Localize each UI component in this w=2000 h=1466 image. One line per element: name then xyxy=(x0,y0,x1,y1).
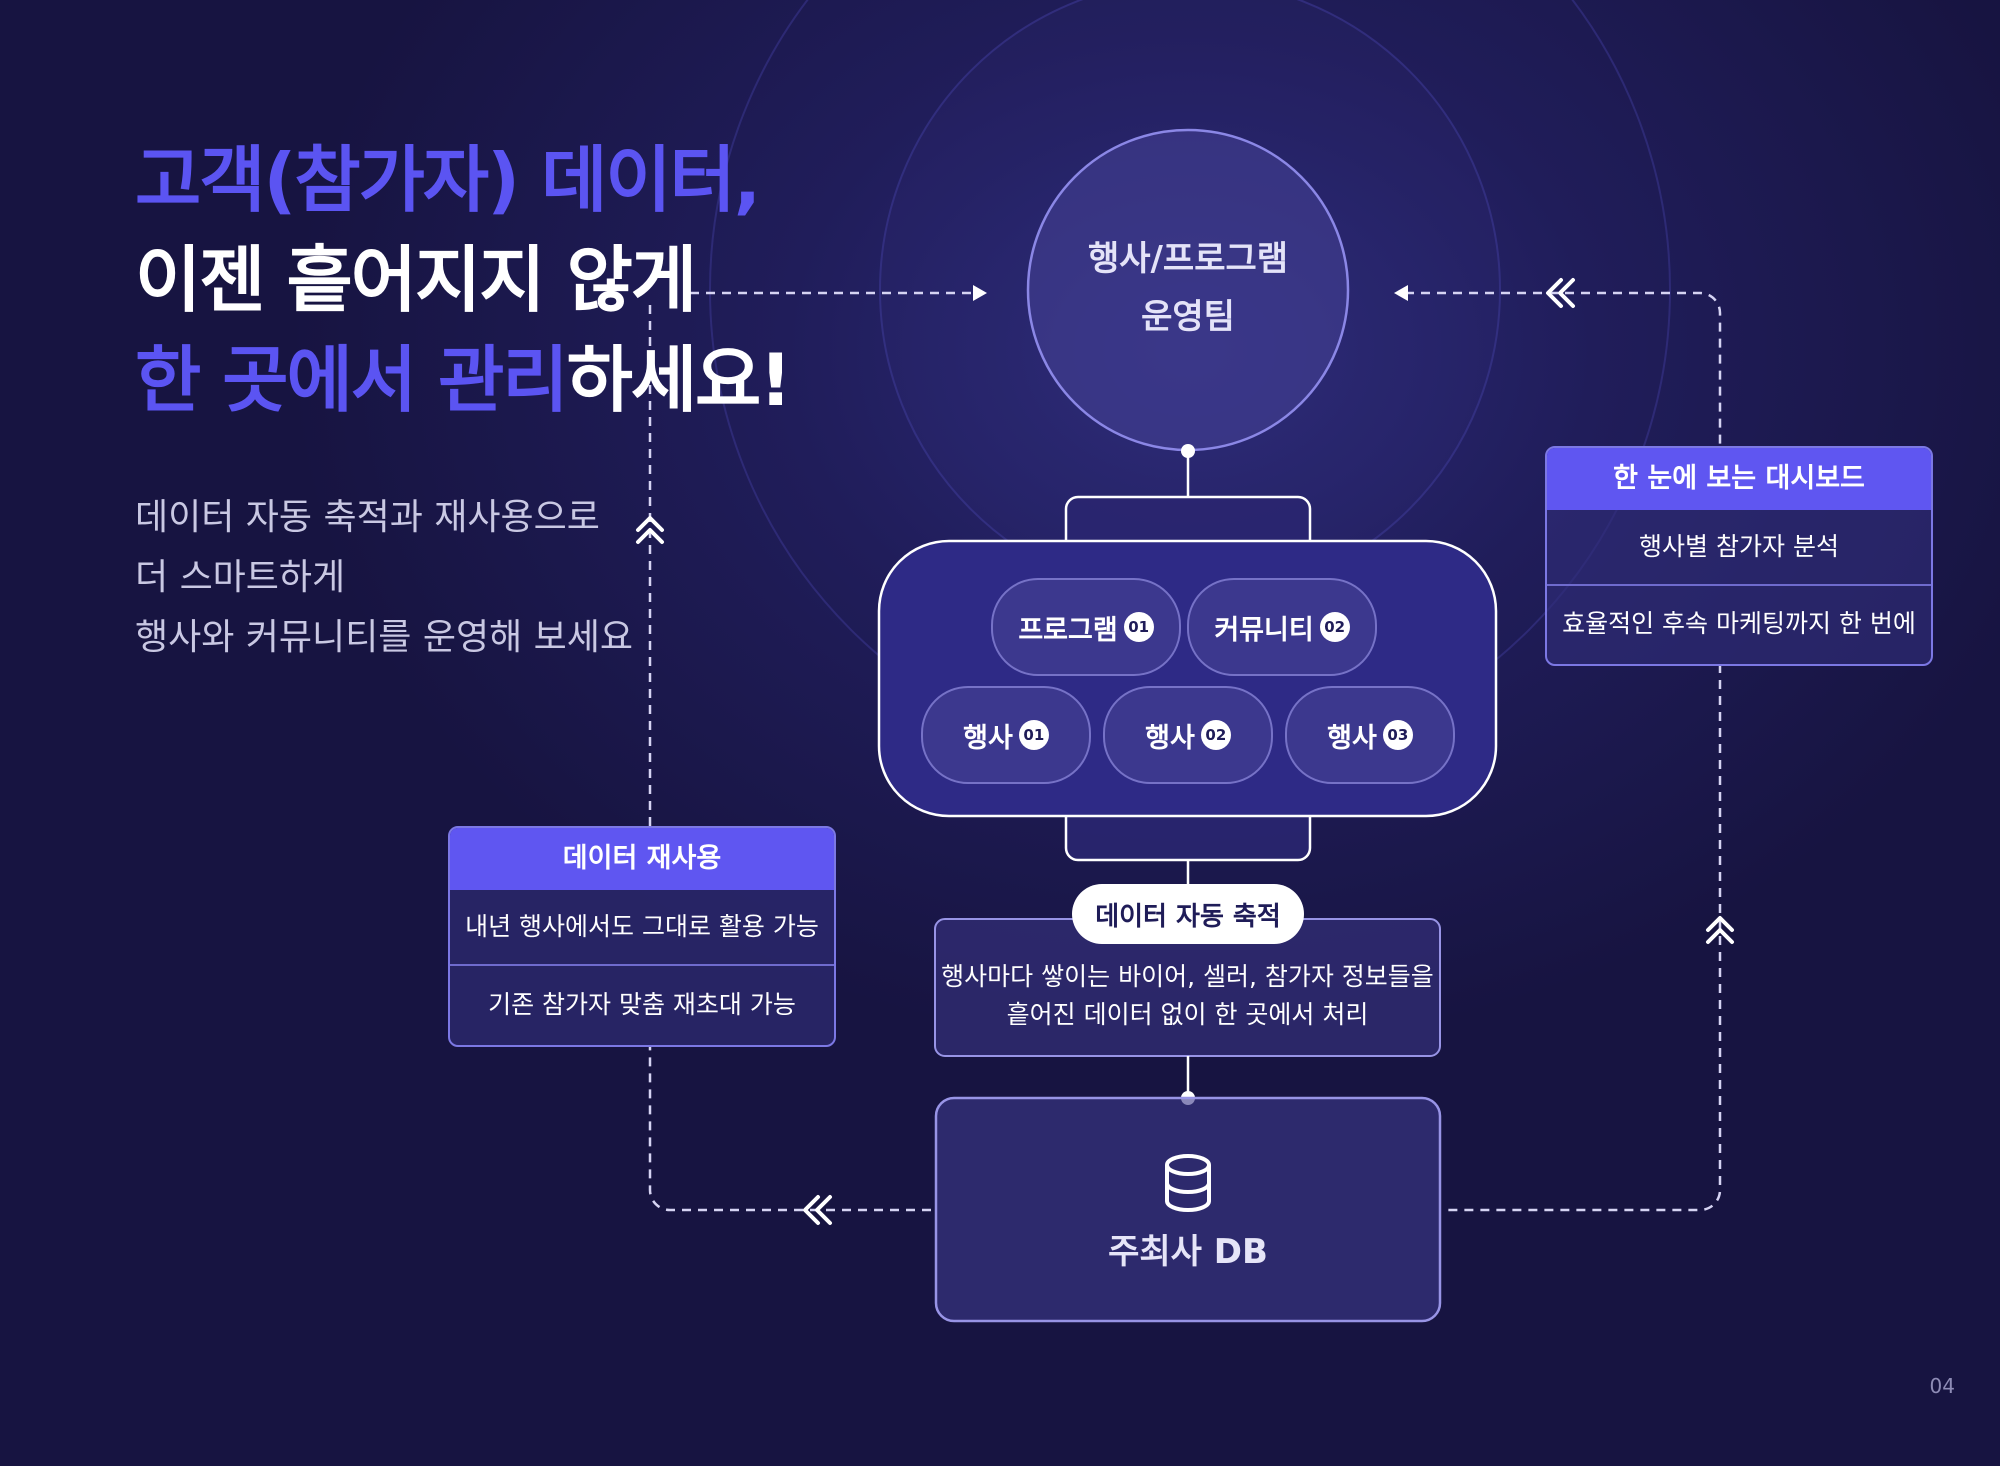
headline-line1: 고객(참가자) 데이터, xyxy=(135,138,761,222)
reuse-card-row1: 내년 행사에서도 그대로 활용 가능 xyxy=(465,912,819,941)
dashed-path-dashboard-up xyxy=(1405,291,1722,446)
headline-line2: 이젠 흩어지지 않게 xyxy=(135,238,697,322)
dashboard-card-title: 한 눈에 보는 대시보드 xyxy=(1547,448,1931,510)
headline: 고객(참가자) 데이터, 이젠 흩어지지 않게 한 곳에서 관리하세요! xyxy=(135,130,793,430)
headline-rest: 하세요! xyxy=(566,338,793,422)
subtext-line3: 행사와 커뮤니티를 운영해 보세요 xyxy=(135,617,634,658)
event-pill-label: 행사 xyxy=(963,722,1013,754)
program-badge: 01 xyxy=(1123,612,1154,642)
dashboard-card-row1: 행사별 참가자 분석 xyxy=(1639,532,1839,561)
community-pill-label: 커뮤니티 xyxy=(1214,614,1314,646)
reuse-card-title: 데이터 재사용 xyxy=(450,828,834,890)
reuse-card-row2: 기존 참가자 맞춤 재초대 가능 xyxy=(450,964,834,1043)
double-chevron-left-icon xyxy=(803,1195,832,1225)
program-pill-label: 프로그램 xyxy=(1018,614,1118,646)
database-icon xyxy=(1165,1154,1211,1212)
arrow-head-left xyxy=(1394,285,1408,301)
event-pill-label: 행사 xyxy=(1327,722,1377,754)
reuse-card: 데이터 재사용 내년 행사에서도 그대로 활용 가능 기존 참가자 맞춤 재초대… xyxy=(448,826,836,1047)
subtext-line2: 더 스마트하게 xyxy=(135,557,346,598)
headline-line3: 한 곳에서 관리하세요! xyxy=(135,330,793,430)
event-badge: 02 xyxy=(1200,720,1231,750)
event-badge: 03 xyxy=(1382,720,1413,750)
community-badge: 02 xyxy=(1319,612,1350,642)
accumulate-tag: 데이터 자동 축적 xyxy=(1072,884,1304,944)
double-chevron-left-icon xyxy=(1546,278,1575,308)
page-number: 04 xyxy=(1929,1374,1955,1398)
accumulate-text: 행사마다 쌓이는 바이어, 셀러, 참가자 정보들을 흩어진 데이터 없이 한 … xyxy=(935,958,1440,1034)
event-badge: 01 xyxy=(1018,720,1049,750)
team-node-line1: 행사/프로그램 xyxy=(1087,239,1289,279)
dashboard-card-row2: 효율적인 후속 마케팅까지 한 번에 xyxy=(1547,584,1931,662)
db-label: 주최사 DB xyxy=(1108,1232,1268,1272)
subtext: 데이터 자동 축적과 재사용으로 더 스마트하게 행사와 커뮤니티를 운영해 보… xyxy=(135,488,633,668)
headline-highlight: 한 곳에서 관리 xyxy=(135,338,569,422)
accumulate-line1: 행사마다 쌓이는 바이어, 셀러, 참가자 정보들을 xyxy=(941,962,1434,991)
accumulate-line2: 흩어진 데이터 없이 한 곳에서 처리 xyxy=(1006,1000,1369,1029)
dashed-path-db-to-reuse xyxy=(648,1046,931,1212)
event-pill-label: 행사 xyxy=(1145,722,1195,754)
double-chevron-up-icon xyxy=(636,516,664,544)
double-chevron-up-icon xyxy=(1706,916,1734,944)
dashboard-card: 한 눈에 보는 대시보드 행사별 참가자 분석 효율적인 후속 마케팅까지 한 … xyxy=(1545,446,1933,666)
subtext-line1: 데이터 자동 축적과 재사용으로 xyxy=(135,497,600,538)
team-node-line2: 운영팀 xyxy=(1141,297,1235,337)
arrow-head-right xyxy=(973,285,987,301)
team-node: 행사/프로그램 운영팀 xyxy=(1058,230,1318,346)
